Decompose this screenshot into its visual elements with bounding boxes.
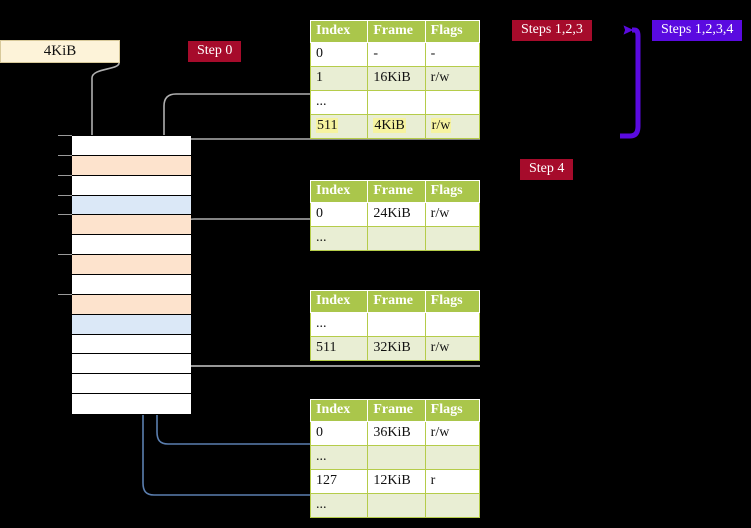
cell-flags: r/w — [424, 114, 481, 139]
cell-flags — [424, 226, 481, 251]
memory-row — [72, 275, 191, 295]
cell-frame — [367, 226, 426, 251]
column-header-flags: Flags — [424, 399, 481, 422]
cell-frame: - — [367, 42, 426, 67]
memory-row — [72, 215, 191, 236]
cell-flags — [424, 90, 481, 115]
cell-flags — [424, 445, 481, 470]
cell-flags — [424, 493, 481, 518]
table-row: 511 4KiB r/w — [309, 114, 481, 139]
column-header-frame: Frame — [367, 20, 426, 43]
memory-tick — [58, 174, 72, 176]
cell-index: 0 — [309, 202, 369, 227]
cell-index: 127 — [309, 469, 369, 494]
cell-frame: 12KiB — [367, 469, 426, 494]
memory-row — [72, 294, 191, 315]
highlighted-value: r/w — [430, 118, 452, 133]
table-row: ... — [309, 445, 481, 470]
cell-index: 0 — [309, 42, 369, 67]
cell-frame — [367, 90, 426, 115]
badge-steps-1234: Steps 1,2,3,4 — [652, 20, 743, 41]
badge-steps-123: Steps 1,2,3 — [512, 20, 592, 41]
memory-row — [72, 374, 191, 395]
cell-flags: r — [424, 469, 481, 494]
memory-tick — [58, 194, 72, 196]
memory-row — [72, 155, 191, 176]
column-header-flags: Flags — [424, 20, 481, 43]
memory-row — [72, 195, 191, 216]
table-row: ... — [309, 226, 481, 251]
column-header-index: Index — [309, 399, 369, 422]
highlighted-value: 511 — [316, 118, 339, 133]
table-header-row: Index Frame Flags — [309, 290, 481, 313]
table-header-row: Index Frame Flags — [309, 20, 481, 43]
memory-row — [72, 255, 191, 275]
cell-index: 511 — [309, 336, 369, 361]
memory-row — [72, 136, 191, 156]
column-header-flags: Flags — [424, 180, 481, 203]
table-row: ... — [309, 90, 481, 115]
cell-index: ... — [309, 312, 369, 337]
cell-frame: 16KiB — [367, 66, 426, 91]
cell-flags: r/w — [424, 66, 481, 91]
cell-index: 511 — [309, 114, 369, 139]
cell-flags: r/w — [424, 421, 481, 446]
cell-frame: 4KiB — [367, 114, 426, 139]
memory-tick — [58, 214, 72, 216]
table-header-row: Index Frame Flags — [309, 180, 481, 203]
memory-frame-label: 4KiB — [0, 40, 120, 63]
column-header-flags: Flags — [424, 290, 481, 313]
cell-flags: r/w — [424, 202, 481, 227]
cell-frame: 32KiB — [367, 336, 426, 361]
memory-row — [72, 394, 191, 414]
column-header-index: Index — [309, 180, 369, 203]
cell-frame — [367, 312, 426, 337]
cell-flags: - — [424, 42, 481, 67]
cell-index: 1 — [309, 66, 369, 91]
cell-flags — [424, 312, 481, 337]
memory-tick — [58, 154, 72, 156]
memory-row — [72, 354, 191, 375]
badge-step-4: Step 4 — [520, 159, 574, 180]
table-header-row: Index Frame Flags — [309, 399, 481, 422]
memory-tick — [58, 293, 72, 295]
cell-index: ... — [309, 445, 369, 470]
column-header-frame: Frame — [367, 180, 426, 203]
cell-index: ... — [309, 226, 369, 251]
cell-flags: r/w — [424, 336, 481, 361]
cell-index: 0 — [309, 421, 369, 446]
column-header-frame: Frame — [367, 290, 426, 313]
badge-step-0: Step 0 — [188, 41, 242, 62]
table-row: ... — [309, 312, 481, 337]
cell-index: ... — [309, 90, 369, 115]
highlighted-value: 4KiB — [373, 118, 406, 133]
table-row: ... — [309, 493, 481, 518]
column-header-index: Index — [309, 290, 369, 313]
memory-row — [72, 314, 191, 335]
memory-row — [72, 334, 191, 355]
physical-memory-column — [71, 135, 191, 415]
cell-frame — [367, 445, 426, 470]
memory-tick — [58, 254, 72, 256]
memory-row — [72, 235, 191, 256]
column-header-frame: Frame — [367, 399, 426, 422]
memory-row — [72, 175, 191, 196]
column-header-index: Index — [309, 20, 369, 43]
cell-frame — [367, 493, 426, 518]
cell-index: ... — [309, 493, 369, 518]
memory-tick — [58, 135, 72, 136]
table-row: 0-- — [309, 42, 481, 67]
cell-frame: 36KiB — [367, 421, 426, 446]
cell-frame: 24KiB — [367, 202, 426, 227]
